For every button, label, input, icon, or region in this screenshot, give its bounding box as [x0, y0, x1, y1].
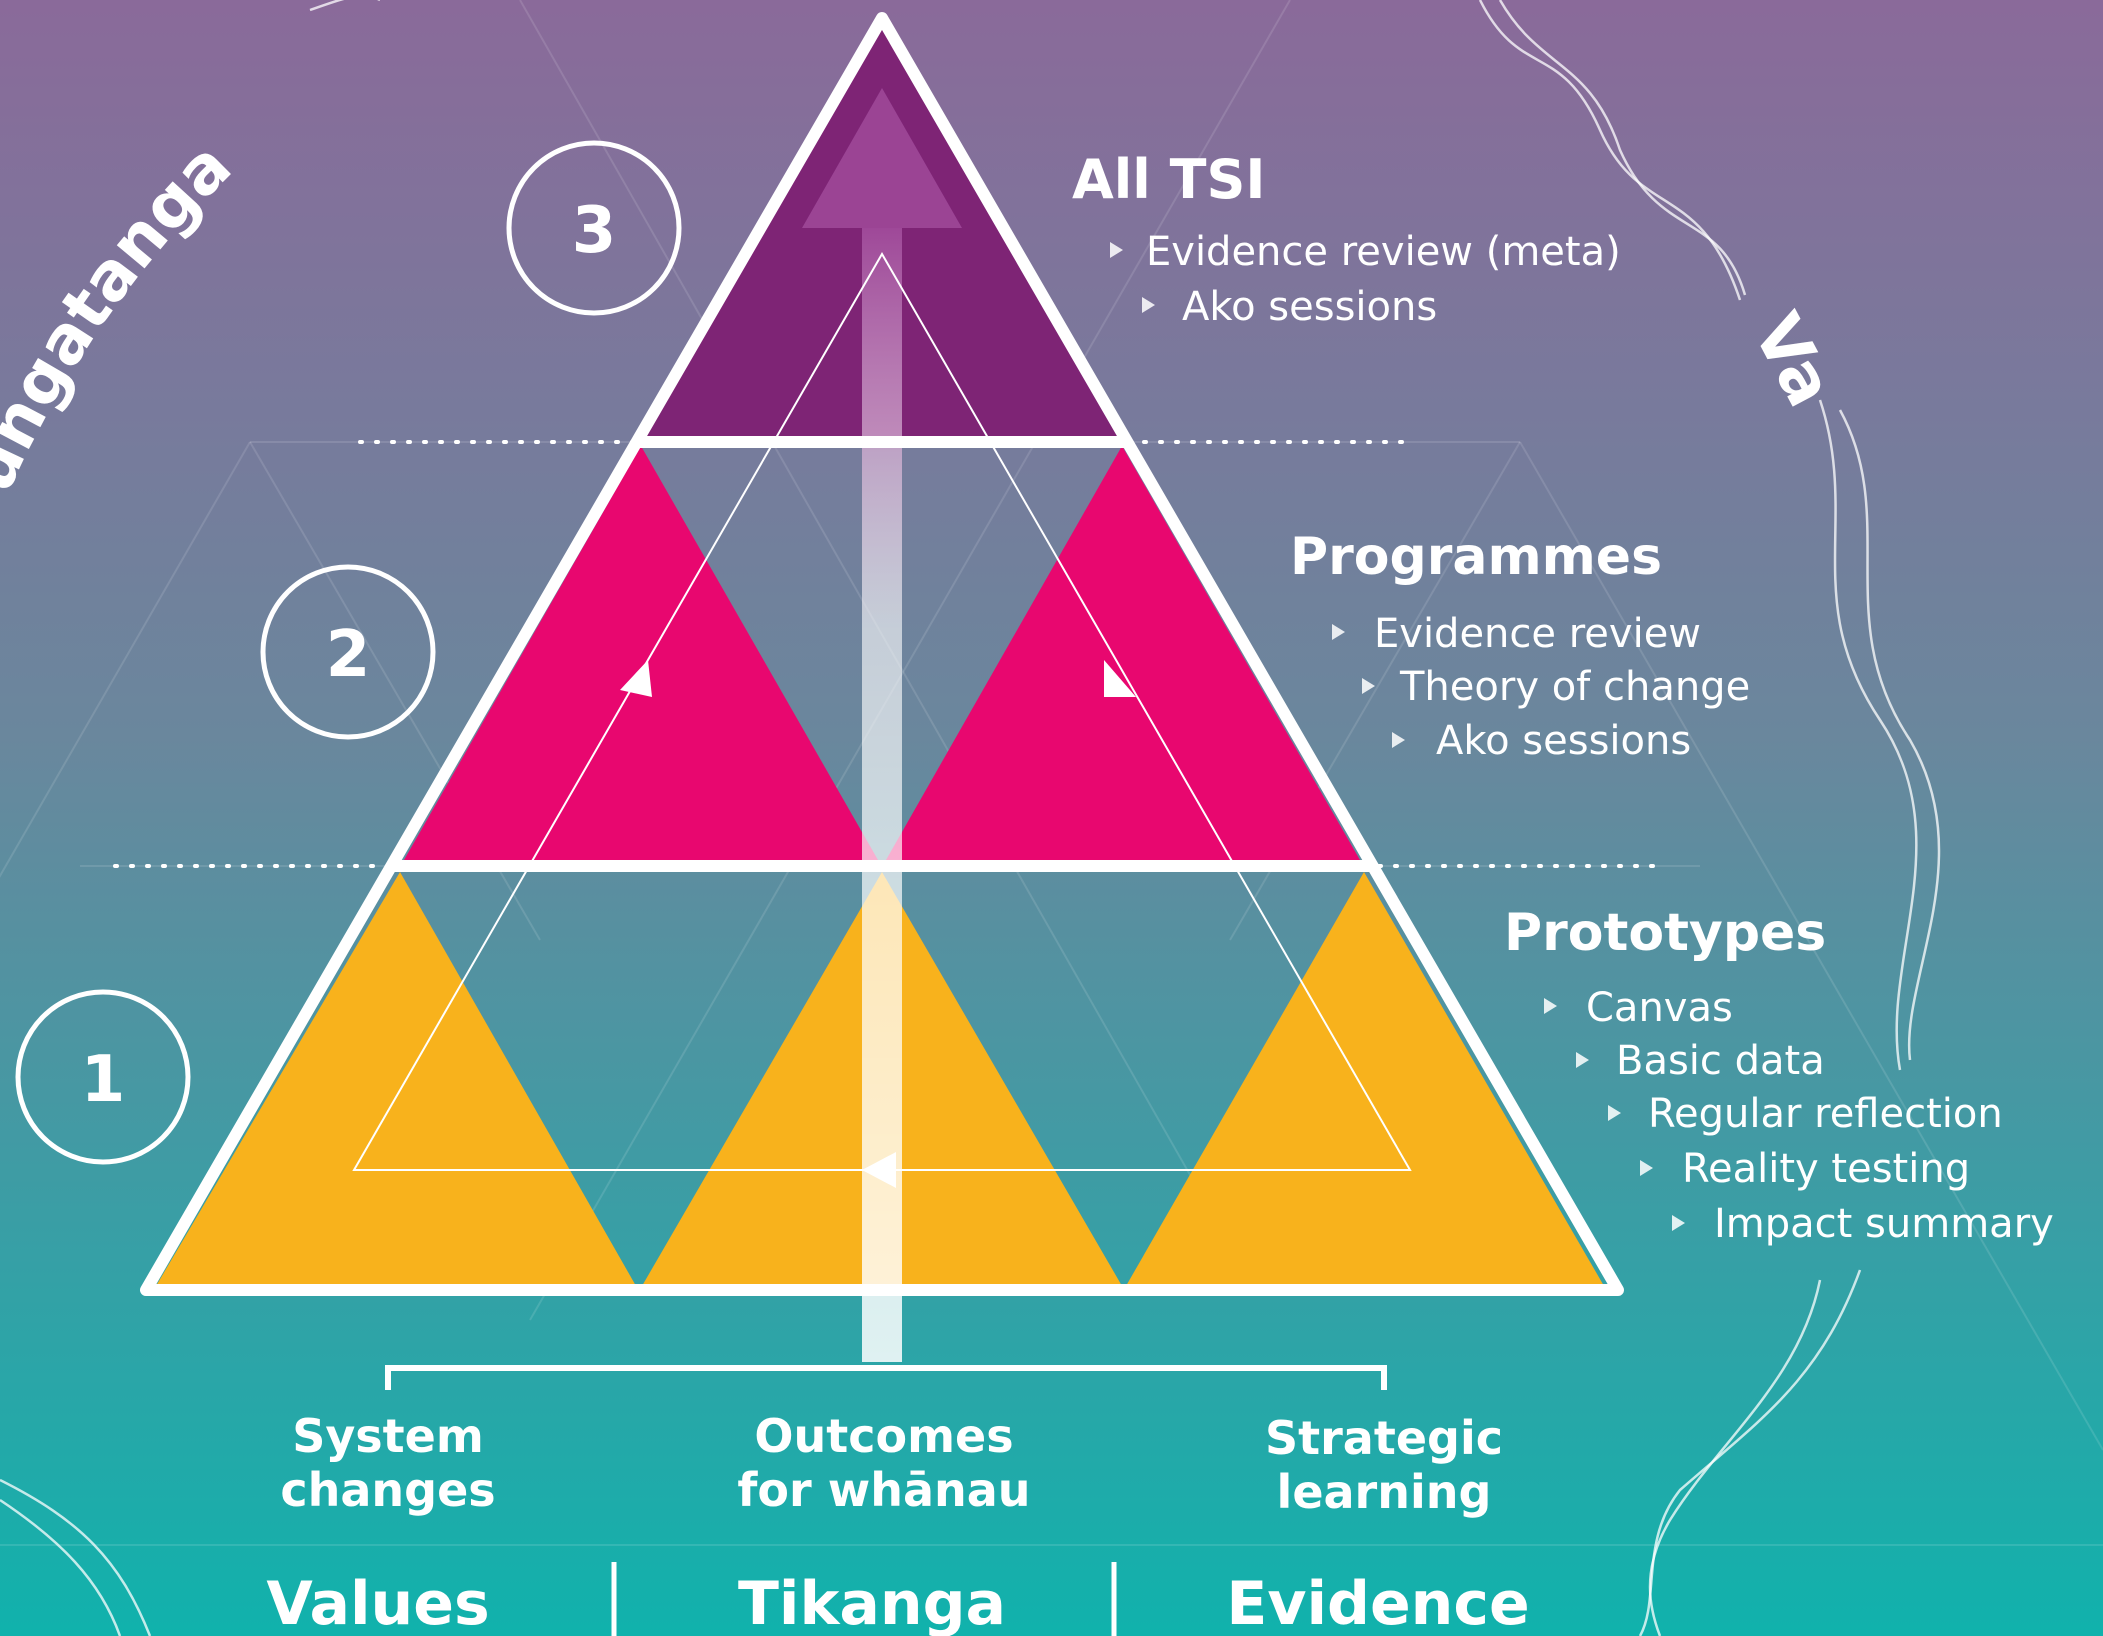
tier-2-bullet-icon-2: [1362, 678, 1375, 694]
outcome-system-changes-line-2: changes: [280, 1463, 495, 1517]
tier-3-bullet-icon-1: [1110, 242, 1123, 258]
outcome-strategic-learning: Strategic learning: [1265, 1411, 1503, 1519]
tier-3-circle: 3: [506, 140, 682, 316]
outcome-strategic-learning-line-2: learning: [1277, 1465, 1492, 1519]
learning-cycle: [352, 251, 1412, 1188]
outcome-system-changes: System changes: [280, 1409, 495, 1517]
tier-1-number: 1: [81, 1043, 126, 1117]
bottom-tier-left-triangle: [156, 872, 636, 1286]
outcome-system-changes-line-1: System: [292, 1409, 484, 1463]
decorative-wave-lines: [0, 0, 1939, 1636]
middle-tier-left-triangle: [404, 446, 878, 860]
tier-2-bullet-icon-3: [1392, 732, 1405, 748]
cycle-arrow-left-icon: [620, 660, 652, 697]
tier-3-number: 3: [572, 194, 617, 268]
tier-1-item-4: Reality testing: [1682, 1146, 1970, 1192]
tier-2-circle: 2: [260, 564, 436, 740]
outcome-strategic-learning-line-1: Strategic: [1265, 1411, 1503, 1465]
tier-separators: [113, 440, 1662, 868]
tier-2-item-2: Theory of change: [1399, 664, 1750, 710]
tier-1-item-2: Basic data: [1616, 1038, 1825, 1084]
tier-1-bullet-icon-1: [1544, 998, 1557, 1014]
outcome-whanau-line-1: Outcomes: [754, 1409, 1013, 1463]
principle-values: Values: [266, 1569, 489, 1636]
tier-1-title: Prototypes: [1504, 903, 1826, 963]
tier-1-bullet-icon-3: [1608, 1105, 1621, 1121]
tier-3-bullet-icon-2: [1142, 297, 1155, 313]
tier-1-item-1: Canvas: [1586, 985, 1733, 1031]
outcome-whanau-line-2: for whānau: [737, 1463, 1030, 1517]
middle-tier-right-triangle: [886, 446, 1360, 860]
principle-evidence: Evidence: [1226, 1569, 1529, 1636]
tier-2-bullet-icon-1: [1332, 624, 1345, 640]
bottom-tier-right-triangle: [1126, 872, 1604, 1286]
principle-tikanga: Tikanga: [738, 1569, 1006, 1636]
tier-1-circle: 1: [15, 989, 191, 1165]
cycle-arrow-bottom-icon: [862, 1152, 896, 1188]
cycle-arrow-right-icon: [1104, 660, 1136, 697]
tier-2-item-1: Evidence review: [1374, 611, 1701, 657]
pyramid: [140, 12, 1624, 1362]
tier-2-title: Programmes: [1290, 527, 1662, 587]
tier-1-item-5: Impact summary: [1714, 1201, 2054, 1247]
tier-1-bullet-icon-5: [1672, 1215, 1685, 1231]
tier-3-item-2: Ako sessions: [1182, 284, 1437, 330]
tier-2-item-3: Ako sessions: [1436, 718, 1691, 764]
tier-3-title: All TSI: [1072, 148, 1265, 211]
outcomes-bracket: [385, 1365, 1387, 1390]
tier-3-item-1: Evidence review (meta): [1146, 229, 1621, 275]
tier-1-item-3: Regular reflection: [1648, 1091, 2003, 1137]
tier-1-bullet-icon-4: [1640, 1160, 1653, 1176]
tier-2-number: 2: [326, 618, 371, 692]
tier-1-bullet-icon-2: [1576, 1052, 1589, 1068]
pyramid-outline: [140, 12, 1624, 1296]
outcome-whanau: Outcomes for whānau: [737, 1409, 1030, 1517]
